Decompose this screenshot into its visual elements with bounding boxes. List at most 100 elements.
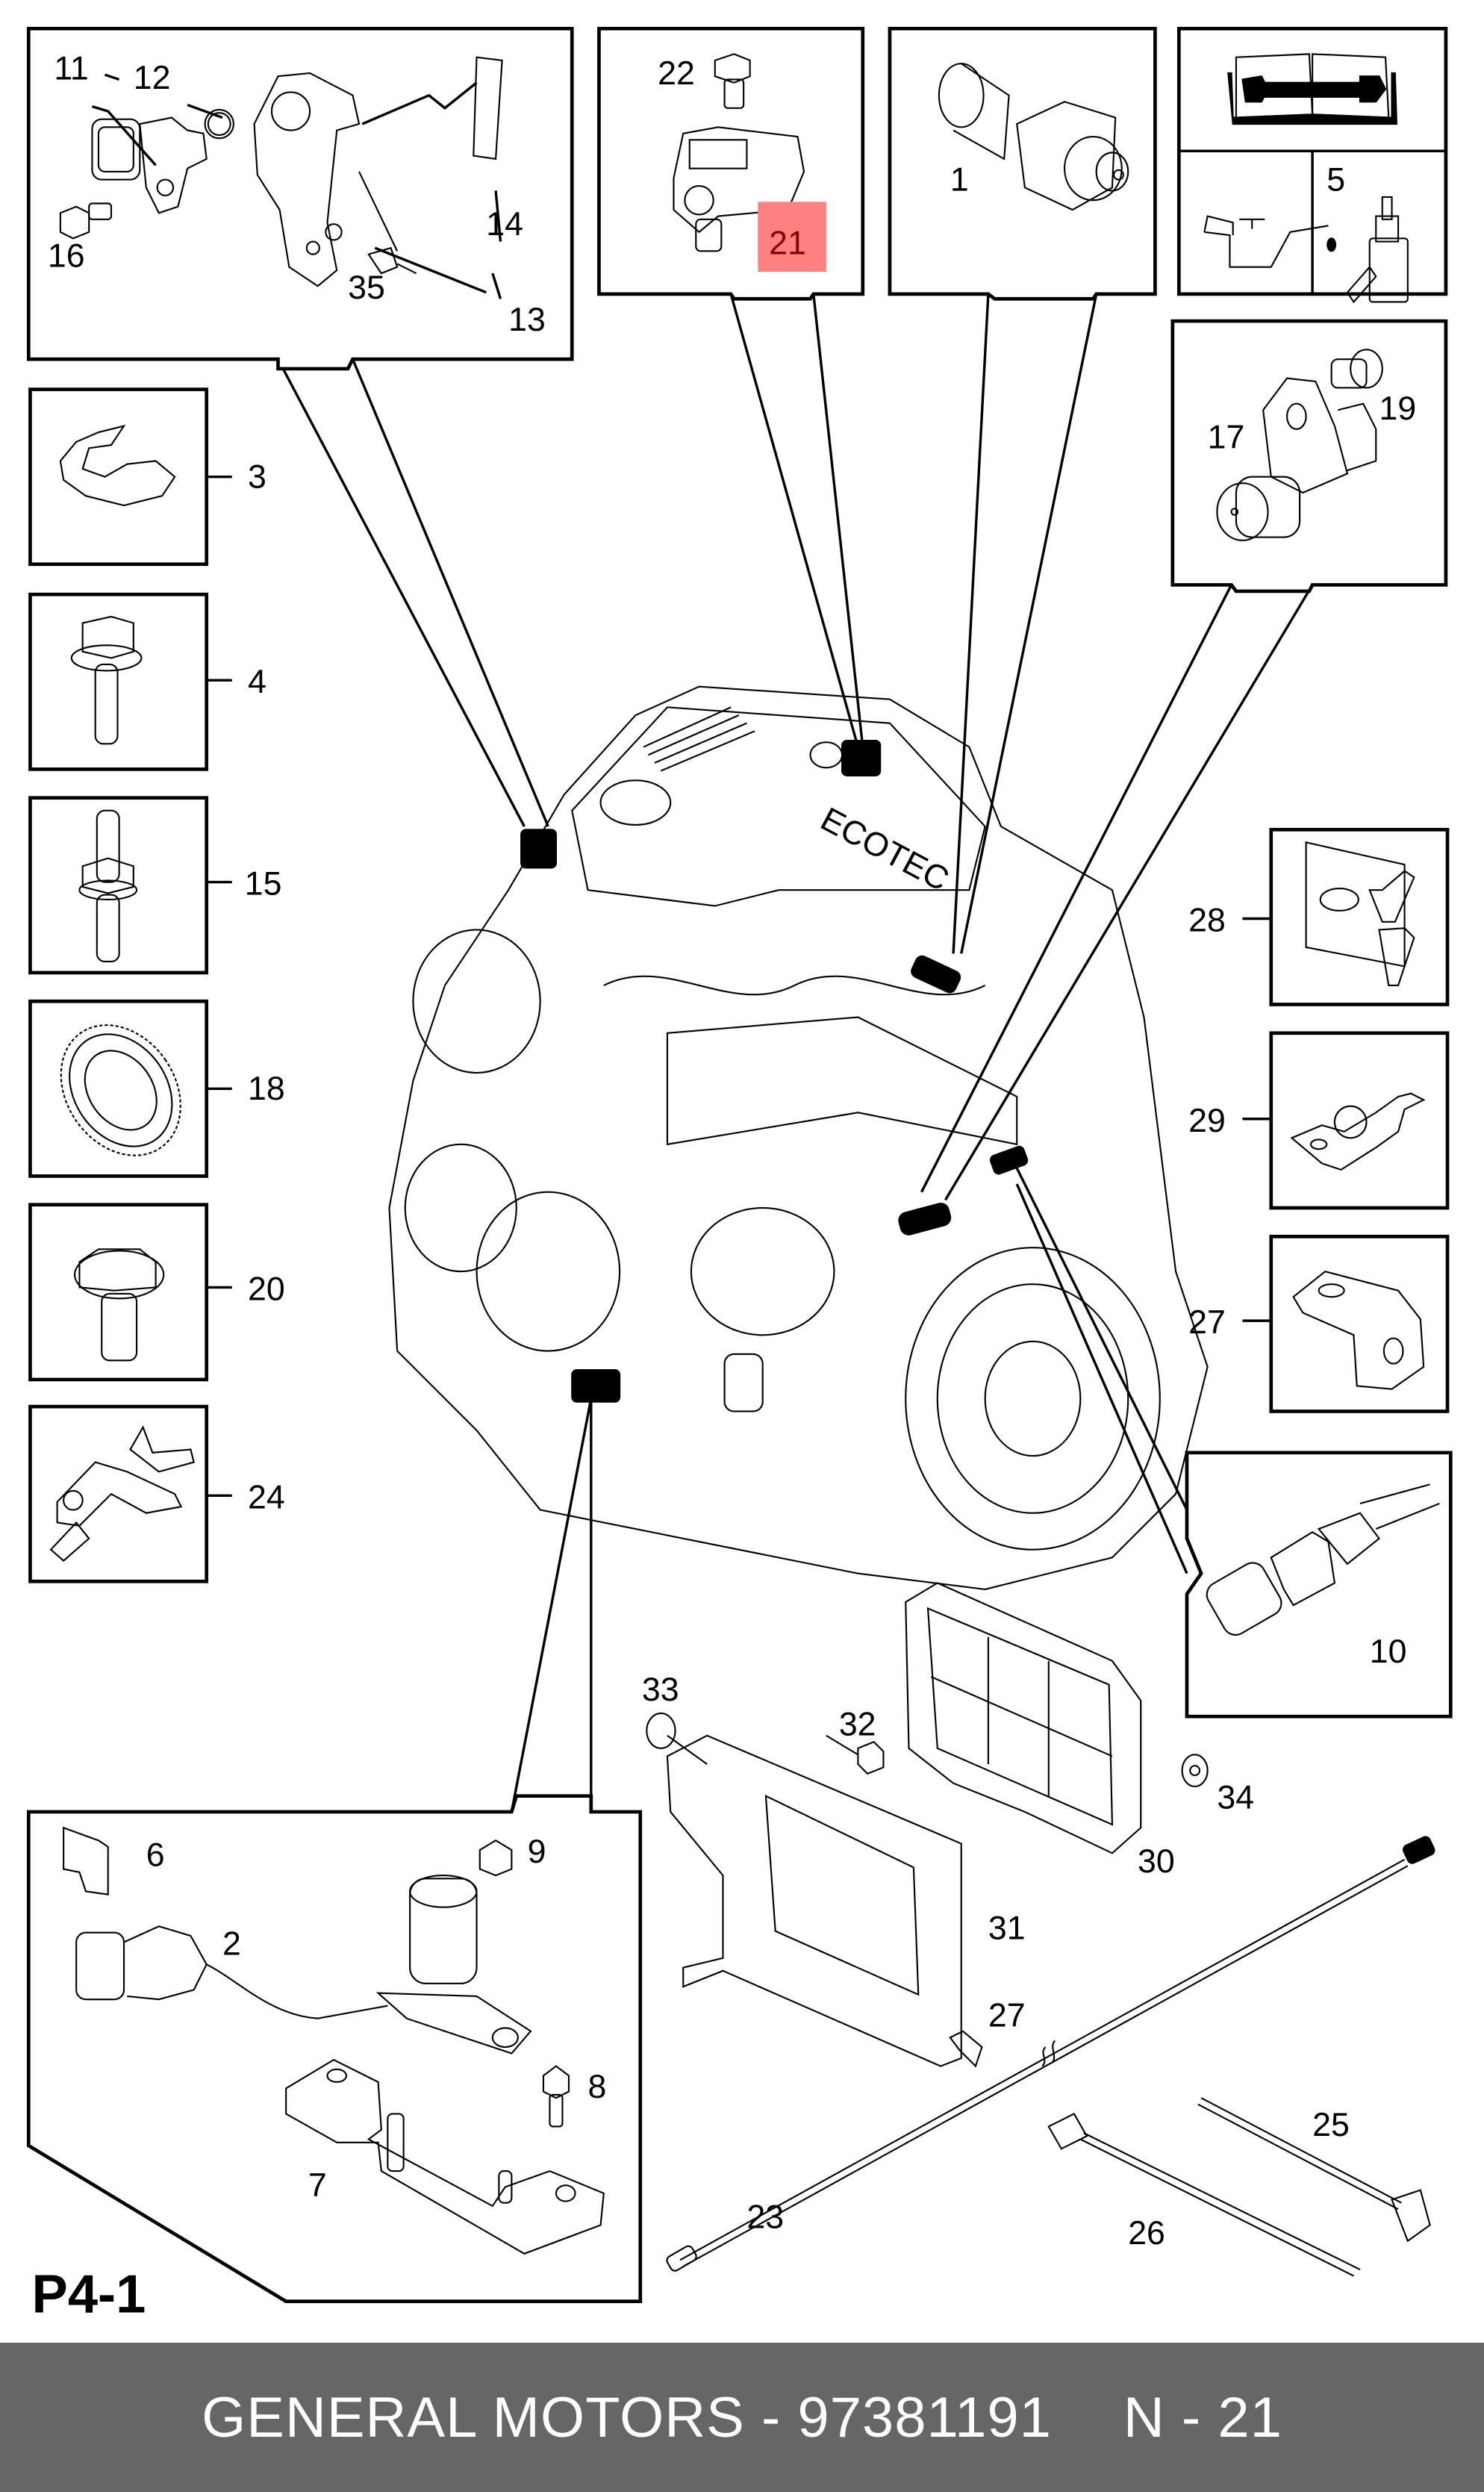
callout-19: 19 xyxy=(1379,390,1417,427)
callout-22: 22 xyxy=(658,55,695,92)
callout-21-highlighted[interactable]: 21 xyxy=(769,225,806,262)
callout-20: 20 xyxy=(248,1271,285,1307)
callout-7: 7 xyxy=(308,2167,327,2204)
callout-23: 23 xyxy=(746,2199,784,2236)
detail-box-map-sensor: 21 22 xyxy=(597,26,865,301)
plug-bolt-part-20[interactable] xyxy=(73,1248,165,1362)
page-reference-code: P4-1 xyxy=(32,2264,146,2325)
installed-crank-sensor xyxy=(898,1202,952,1236)
callout-31: 31 xyxy=(988,1910,1026,1946)
detail-box-part-18: 18 xyxy=(28,999,285,1178)
coolant-temp-sensor-part-10[interactable] xyxy=(1203,1483,1440,1639)
bracket-part-24[interactable] xyxy=(49,1425,195,1562)
detail-box-part-4: 4 xyxy=(28,592,266,771)
installed-map-sensor xyxy=(841,740,882,776)
callout-15: 15 xyxy=(245,866,282,903)
callout-12: 12 xyxy=(134,60,171,96)
footer-part-number: 97381191 xyxy=(797,2385,1052,2449)
cable-tie-part-25[interactable] xyxy=(1197,2097,1431,2243)
stud-part-15[interactable] xyxy=(78,809,138,963)
callout-35: 35 xyxy=(348,270,385,306)
clip-part-6[interactable] xyxy=(63,1826,109,1896)
oil-can-icon xyxy=(1203,215,1337,268)
footer-brand: GENERAL MOTORS xyxy=(202,2385,745,2449)
installed-coolant-sensor xyxy=(989,1145,1029,1175)
callout-5: 5 xyxy=(1326,161,1345,198)
installed-speed-sensor xyxy=(571,1369,621,1403)
oil-pressure-switch-part-1[interactable] xyxy=(938,63,1129,211)
callout-13: 13 xyxy=(508,302,546,338)
callout-6: 6 xyxy=(146,1837,165,1873)
callout-27-right: 27 xyxy=(1188,1304,1226,1341)
detail-box-crank-sensor: 17 19 xyxy=(1170,319,1448,594)
clip-part-28[interactable] xyxy=(1305,841,1415,986)
bolt-part-8[interactable] xyxy=(542,2065,570,2128)
callout-17: 17 xyxy=(1208,419,1245,455)
detail-box-part-24: 24 xyxy=(28,1404,285,1583)
callout-10: 10 xyxy=(1370,1633,1407,1670)
small-bracket-part-27[interactable] xyxy=(949,2030,983,2068)
service-manual-icon xyxy=(1227,53,1398,125)
callout-27-center: 27 xyxy=(988,1997,1026,2034)
bolt-part-32[interactable] xyxy=(826,1734,885,1775)
sealant-bottle-icon xyxy=(1346,196,1409,304)
callout-16: 16 xyxy=(48,238,85,275)
speed-sensor-part-2[interactable] xyxy=(75,1925,388,2019)
detail-box-oil-pressure-switch: 1 xyxy=(888,26,1157,301)
callout-3: 3 xyxy=(248,459,266,496)
engine-assembly-illustration: ECOTEC xyxy=(388,685,1209,1590)
detail-box-service-info: 5 xyxy=(1176,26,1448,304)
cable-tie-part-26[interactable] xyxy=(1047,2113,1361,2277)
bolt-part-19[interactable] xyxy=(1330,349,1383,389)
ecu-group: 33 32 34 30 31 27 xyxy=(642,1582,1254,2068)
parts-diagram: 11 12 16 35 14 13 21 22 xyxy=(26,26,1453,2325)
footer-bar: GENERAL MOTORS - 97381191 N - 21 xyxy=(0,2343,1484,2492)
callout-14: 14 xyxy=(486,206,523,243)
e-clip-part-3[interactable] xyxy=(59,424,176,507)
callout-33: 33 xyxy=(642,1672,679,1708)
ecu-module-part-30[interactable] xyxy=(905,1582,1142,1854)
grommet-part-33[interactable] xyxy=(646,1712,708,1765)
detail-box-part-3: 3 xyxy=(28,387,266,567)
ecu-bracket-part-31[interactable] xyxy=(666,1734,962,2067)
callout-30: 30 xyxy=(1138,1843,1175,1880)
detail-box-coolant-sensor: 10 xyxy=(1185,1451,1453,1719)
bolt-part-22[interactable] xyxy=(714,53,751,109)
mounting-bracket-part-7[interactable] xyxy=(285,2058,605,2255)
bolt-part-16[interactable] xyxy=(59,202,113,240)
crank-sensor-part-17[interactable] xyxy=(1216,377,1377,541)
detail-box-part-28: 28 xyxy=(1188,827,1450,1006)
detail-box-part-15: 15 xyxy=(28,796,282,975)
bracket-part-29[interactable] xyxy=(1290,1092,1426,1171)
guide-rail-part-14[interactable] xyxy=(361,56,503,161)
bracket-part-27[interactable] xyxy=(1292,1270,1425,1390)
detail-box-camshaft-sensor: 11 12 16 35 14 13 xyxy=(26,26,574,371)
oxygen-sensor-harness-part-23[interactable] xyxy=(665,1835,1435,2273)
detail-box-part-27-right: 27 xyxy=(1188,1234,1450,1413)
detail-box-part-20: 20 xyxy=(28,1203,285,1382)
callout-28: 28 xyxy=(1188,903,1226,939)
callout-11: 11 xyxy=(54,50,88,87)
installed-actuator xyxy=(723,1353,764,1412)
nut-part-34[interactable] xyxy=(1181,1754,1209,1787)
sensor-bracket-part-13[interactable] xyxy=(253,72,417,287)
callout-1: 1 xyxy=(950,161,969,198)
callout-26: 26 xyxy=(1128,2215,1165,2252)
reluctor-ring-part-18[interactable] xyxy=(37,1002,205,1178)
actuator-part-2-body[interactable] xyxy=(375,1875,532,2055)
callout-34: 34 xyxy=(1217,1780,1254,1816)
detail-box-speed-sensor: 6 2 9 8 7 xyxy=(26,1794,643,2303)
callout-18: 18 xyxy=(248,1071,285,1107)
nut-part-9[interactable] xyxy=(478,1840,513,1877)
callout-29: 29 xyxy=(1188,1103,1226,1139)
callout-2: 2 xyxy=(222,1926,241,1963)
callout-4: 4 xyxy=(248,664,266,700)
callout-9: 9 xyxy=(528,1834,546,1870)
callout-24: 24 xyxy=(248,1479,285,1516)
engine-cover-logo-text: ECOTEC xyxy=(814,801,954,899)
footer-separator: - xyxy=(761,2385,782,2449)
footer-position-label: N - 21 xyxy=(1123,2385,1282,2449)
map-sensor-part-21[interactable] xyxy=(673,126,805,252)
bolt-part-4[interactable] xyxy=(70,615,143,745)
highlight-box-21 xyxy=(758,202,826,272)
